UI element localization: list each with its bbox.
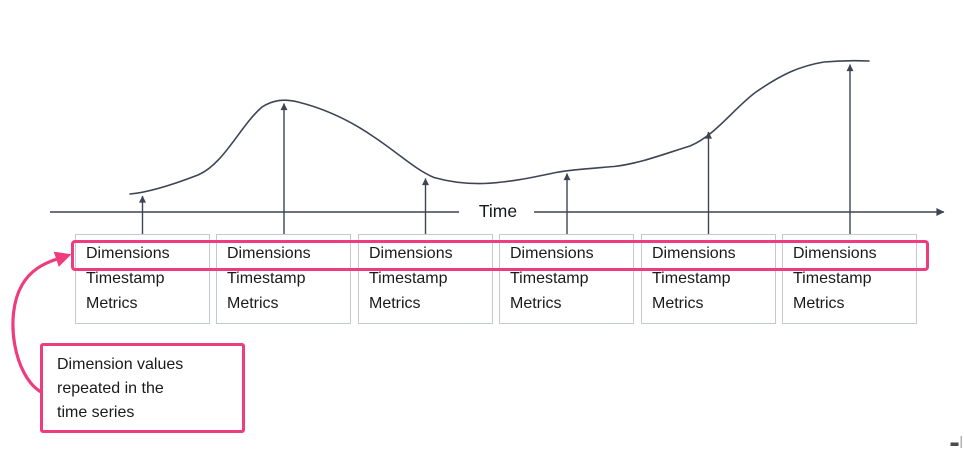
record-dimensions-label: Dimensions (793, 245, 877, 262)
time-series-curve (129, 59, 870, 195)
record-dimensions-label: Dimensions (510, 245, 594, 262)
record-dimensions-label: Dimensions (652, 245, 736, 262)
record-dimensions-label: Dimensions (227, 245, 311, 262)
record-timestamp-label: Timestamp (652, 270, 731, 287)
record-timestamp-label: Timestamp (793, 270, 872, 287)
callout-text-line: Dimension values (57, 356, 184, 373)
corner-artifact (950, 436, 962, 448)
record-metrics-label: Metrics (86, 295, 138, 312)
record-metrics-label: Metrics (793, 295, 845, 312)
record-box-2: Dimensions Timestamp Metrics (216, 234, 351, 324)
record-metrics-label: Metrics (510, 295, 562, 312)
time-axis-label: Time (478, 201, 518, 221)
record-metrics-label: Metrics (369, 295, 421, 312)
callout-box: Dimension values repeated in the time se… (40, 343, 245, 433)
record-dimensions-label: Dimensions (369, 245, 453, 262)
record-box-4: Dimensions Timestamp Metrics (499, 234, 634, 324)
record-timestamp-label: Timestamp (86, 270, 165, 287)
record-timestamp-label: Timestamp (227, 270, 306, 287)
callout-text-line: repeated in the (57, 380, 164, 397)
record-timestamp-label: Timestamp (510, 270, 589, 287)
record-box-6: Dimensions Timestamp Metrics (782, 234, 917, 324)
record-dimensions-label: Dimensions (86, 245, 170, 262)
record-metrics-label: Metrics (652, 295, 704, 312)
record-metrics-label: Metrics (227, 295, 279, 312)
callout-text-line: time series (57, 404, 135, 421)
record-box-5: Dimensions Timestamp Metrics (641, 234, 776, 324)
record-timestamp-label: Timestamp (369, 270, 448, 287)
callout-arrow (11, 251, 72, 394)
record-box-3: Dimensions Timestamp Metrics (358, 234, 493, 324)
record-box-1: Dimensions Timestamp Metrics (75, 234, 210, 324)
